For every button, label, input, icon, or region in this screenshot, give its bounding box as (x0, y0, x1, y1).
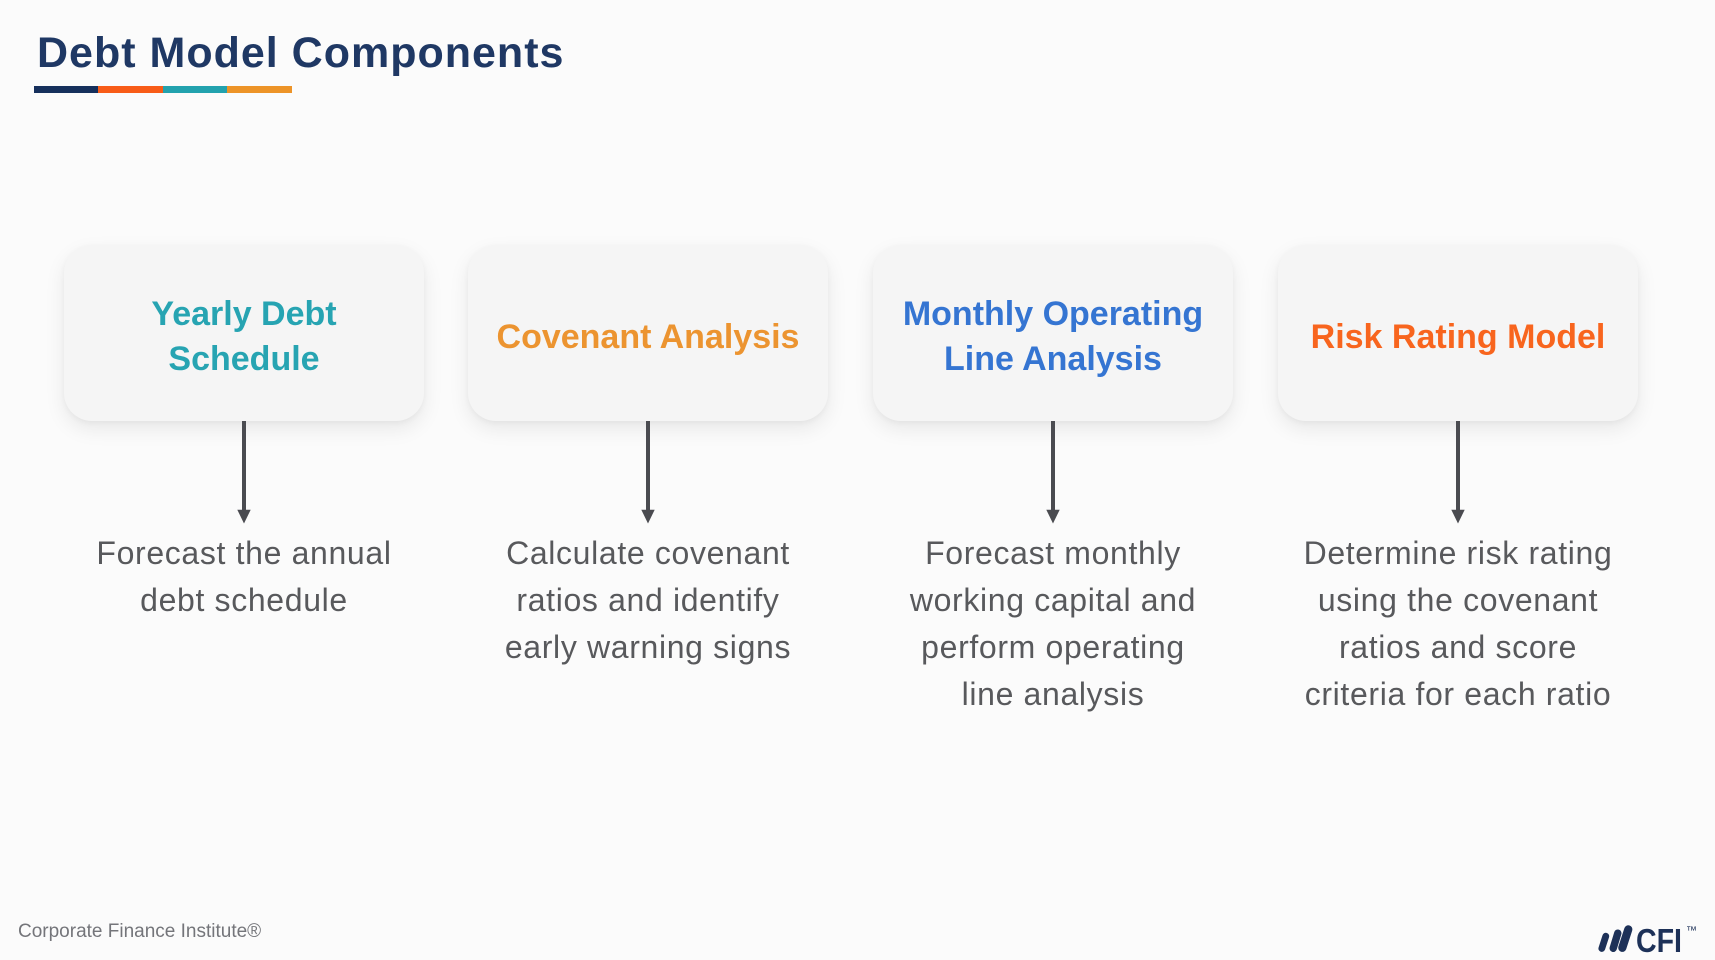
svg-text:™: ™ (1686, 925, 1697, 937)
svg-text:CFI: CFI (1636, 922, 1682, 959)
